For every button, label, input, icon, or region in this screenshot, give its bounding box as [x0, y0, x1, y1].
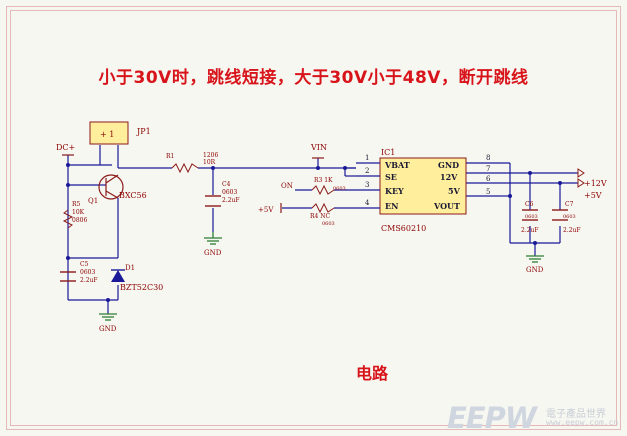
- vin-label: VIN: [310, 143, 327, 152]
- q1-transistor: [98, 174, 124, 200]
- c5-capacitor: C5 0603 2.2uF: [60, 261, 98, 284]
- svg-text:1206: 1206: [203, 152, 218, 159]
- plus5v-out-label: +5V: [584, 191, 602, 200]
- ic1-pin-vout: VOUT: [433, 201, 460, 211]
- eepw-watermark-url: www.eepw.com.cn: [546, 418, 619, 427]
- svg-text:0806: 0806: [72, 217, 87, 224]
- svg-text:D1: D1: [125, 264, 135, 272]
- ic1-pin-5v: 5V: [448, 186, 461, 196]
- svg-text:6: 6: [486, 175, 491, 183]
- ic1-pin-gnd: GND: [438, 160, 459, 170]
- net-labels: DC+ VIN ON +5V +12V +5V: [56, 143, 607, 214]
- svg-text:0603: 0603: [80, 269, 95, 276]
- plus12v-label: +12V: [584, 179, 607, 188]
- svg-text:2.2uF: 2.2uF: [563, 227, 581, 234]
- gnd-left-label: GND: [99, 325, 117, 333]
- jp1-jumper: + 1 JP1: [89, 121, 151, 145]
- c4-capacitor: C4 0603 2.2uF: [205, 181, 240, 207]
- svg-text:C6: C6: [525, 201, 534, 208]
- r3-resistor: R3 1K 0603: [311, 177, 346, 196]
- ic1-pin-12v: 12V: [440, 172, 458, 182]
- dc-plus-label: DC+: [56, 143, 75, 152]
- ic1-pin-key: KEY: [385, 186, 404, 196]
- r5-resistor: R5 10K 0806: [62, 201, 87, 229]
- svg-text:0603: 0603: [222, 189, 237, 196]
- svg-text:2.2uF: 2.2uF: [521, 227, 539, 234]
- ic1-block: IC1 CMS60210 VBAT SE KEY EN GND 12V 5V V…: [356, 148, 491, 233]
- ic1-pin-en: EN: [385, 201, 398, 211]
- svg-text:2.2uF: 2.2uF: [80, 277, 98, 284]
- sheet-inner-border: [10, 10, 617, 426]
- svg-text:5: 5: [486, 188, 490, 196]
- svg-text:C7: C7: [565, 201, 574, 208]
- svg-text:4: 4: [365, 199, 370, 207]
- jp1-pin-label: + 1: [100, 130, 114, 139]
- svg-text:0603: 0603: [525, 214, 538, 220]
- q1-ref: Q1: [88, 197, 98, 205]
- svg-text:1: 1: [365, 154, 369, 162]
- svg-text:2.2uF: 2.2uF: [222, 197, 240, 204]
- svg-text:0603: 0603: [333, 186, 346, 192]
- svg-text:R4 NC: R4 NC: [310, 213, 330, 220]
- jp1-ref: JP1: [136, 127, 151, 136]
- q1-value: BXC56: [119, 191, 147, 200]
- svg-text:0603: 0603: [322, 221, 335, 227]
- junction-dots: [66, 163, 562, 302]
- wires: [67, 145, 578, 314]
- ic1-pin-se: SE: [385, 172, 397, 182]
- schematic-title: 小于30V时，跳线短接，大于30V小于48V，断开跳线: [98, 68, 529, 88]
- svg-text:10K: 10K: [72, 209, 85, 216]
- gnd-mid-label: GND: [204, 249, 222, 257]
- svg-text:C4: C4: [222, 181, 231, 188]
- ground-symbols: [99, 232, 544, 321]
- c7-capacitor: C7 0603 2.2uF: [552, 201, 581, 234]
- on-label: ON: [281, 182, 293, 190]
- svg-text:7: 7: [486, 165, 490, 173]
- svg-text:2: 2: [365, 167, 369, 175]
- svg-text:3: 3: [365, 181, 369, 189]
- svg-text:8: 8: [486, 154, 490, 162]
- d1-zener-diode: D1 BZT52C30: [111, 264, 163, 292]
- svg-text:10R: 10R: [203, 159, 216, 166]
- ic1-ref: IC1: [381, 148, 395, 157]
- r1-resistor: R1 1206 10R: [166, 152, 218, 174]
- r4-resistor: R4 NC 0603: [310, 202, 335, 227]
- svg-text:0603: 0603: [563, 214, 576, 220]
- eepw-watermark-logo: EEPW: [447, 401, 537, 435]
- circuit-caption: 电路: [356, 364, 389, 383]
- c6-capacitor: C6 0603 2.2uF: [521, 201, 539, 234]
- eepw-watermark-tagline: 電子產品世界: [546, 409, 606, 420]
- sheet-border: [6, 6, 621, 430]
- ic1-part: CMS60210: [381, 224, 426, 233]
- ic1-pin-vbat: VBAT: [384, 160, 410, 170]
- gnd-right-label: GND: [526, 266, 544, 274]
- svg-text:R5: R5: [72, 201, 81, 208]
- svg-text:R3 1K: R3 1K: [314, 177, 333, 184]
- svg-text:C5: C5: [80, 261, 89, 268]
- svg-text:R1: R1: [166, 153, 174, 160]
- svg-text:BZT52C30: BZT52C30: [120, 283, 163, 292]
- plus5v-in-label: +5V: [258, 206, 274, 214]
